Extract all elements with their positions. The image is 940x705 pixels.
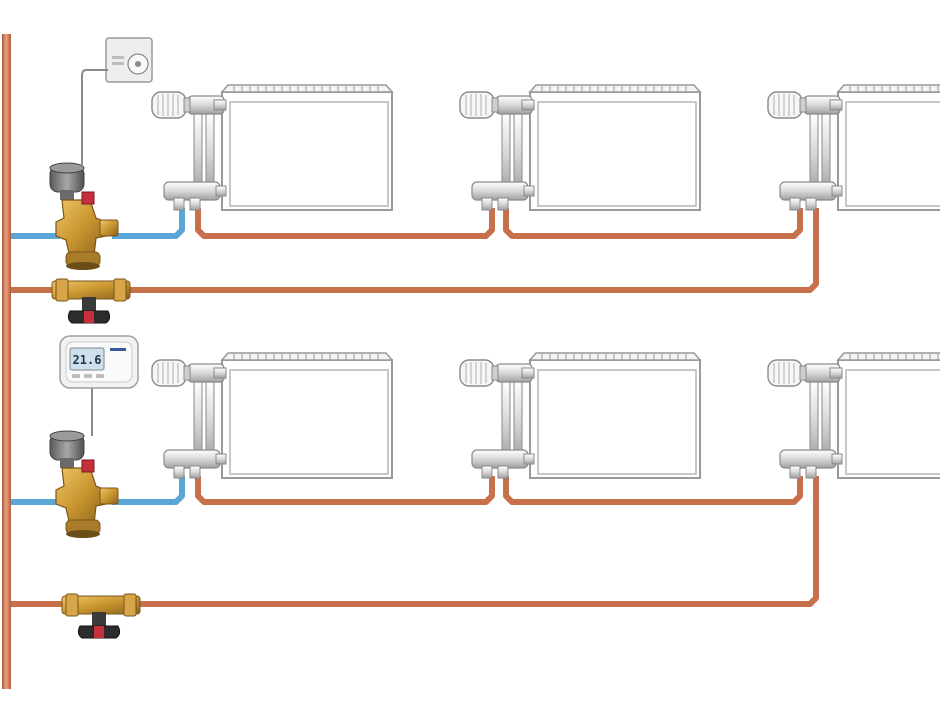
balancing-valve-icon[interactable] xyxy=(49,162,119,271)
main-riser-pipe xyxy=(2,34,11,689)
shutoff-valve-icon[interactable] xyxy=(51,278,131,324)
radiator-1-1 xyxy=(151,84,393,211)
radiator-1-3 xyxy=(767,84,940,211)
thermostat-display-value: 21.6 xyxy=(73,353,102,367)
shutoff-valve-icon[interactable] xyxy=(61,593,141,639)
circuit-2-supply-pipe xyxy=(11,476,185,505)
circuit-1-return-pipe xyxy=(11,208,819,293)
circuit-1-supply-pipe xyxy=(11,208,185,239)
radiator-2-1 xyxy=(151,352,393,479)
thermostat-icon[interactable] xyxy=(105,37,153,83)
circuit-2-radiator-links xyxy=(195,476,803,505)
balancing-valve-icon[interactable] xyxy=(49,430,119,539)
radiator-2-2 xyxy=(459,352,701,479)
radiator-2-3 xyxy=(767,352,940,479)
circuit-1-radiator-links xyxy=(195,208,803,239)
thermostat-cable-1 xyxy=(81,69,108,168)
circuit-2-return-pipe xyxy=(11,476,819,607)
programmable-thermostat-icon[interactable]: 21.6 xyxy=(59,335,139,389)
radiator-1-2 xyxy=(459,84,701,211)
